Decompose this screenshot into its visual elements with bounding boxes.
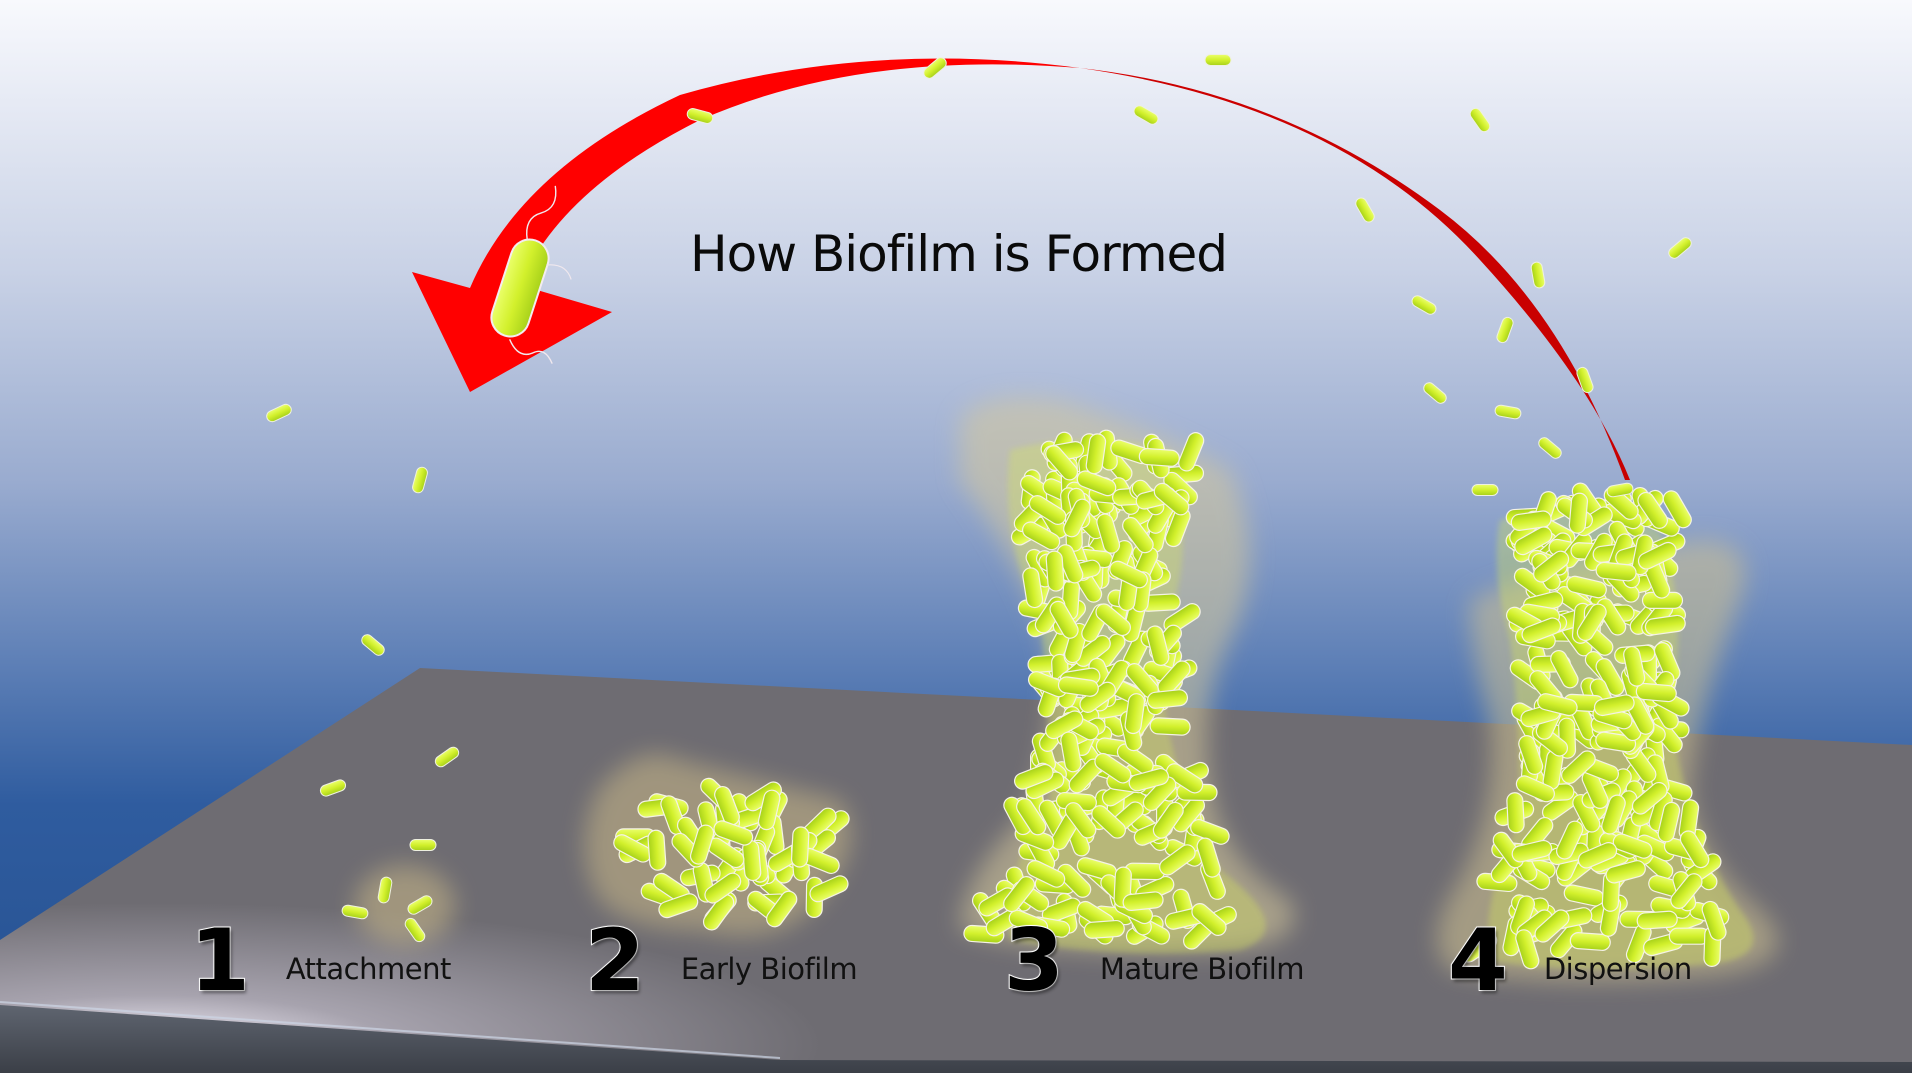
bacterium-icon: [1138, 447, 1181, 468]
bacterium-icon: [1204, 54, 1232, 66]
stage-3-name: Mature Biofilm: [1099, 952, 1305, 986]
stage-3-label: 3 Mature Biofilm: [1003, 911, 1305, 1011]
bacterium-icon: [646, 829, 667, 872]
bacterium-icon: [1505, 791, 1526, 834]
bacterium-icon: [790, 826, 810, 868]
bacterium-icon: [1471, 484, 1499, 496]
stage-1-name: Attachment: [285, 952, 452, 986]
stage-4-name: Dispersion: [1543, 952, 1692, 986]
stage-2-name: Early Biofilm: [680, 952, 858, 986]
surface-plane: [0, 668, 1912, 1073]
stage-2-number: 2: [584, 911, 646, 1011]
diagram-title: How Biofilm is Formed: [690, 225, 1228, 283]
stage-2-label: 2 Early Biofilm: [584, 911, 858, 1011]
bacterium-icon: [1045, 549, 1066, 593]
stage-4-number: 4: [1447, 911, 1509, 1011]
bacterium-icon: [1635, 682, 1678, 703]
bacterium-icon: [1149, 716, 1192, 737]
stage-3-number: 3: [1003, 911, 1065, 1011]
stage-1-label: 1 Attachment: [189, 911, 452, 1011]
bacterium-icon: [409, 839, 437, 851]
stage-4-label: 4 Dispersion: [1447, 911, 1692, 1011]
surface-edge: [0, 1005, 1912, 1073]
large-bacterium: [490, 185, 572, 364]
bacterium-icon: [1568, 491, 1589, 535]
bacterium-icon: [741, 839, 763, 882]
stage-1-number: 1: [189, 911, 251, 1011]
